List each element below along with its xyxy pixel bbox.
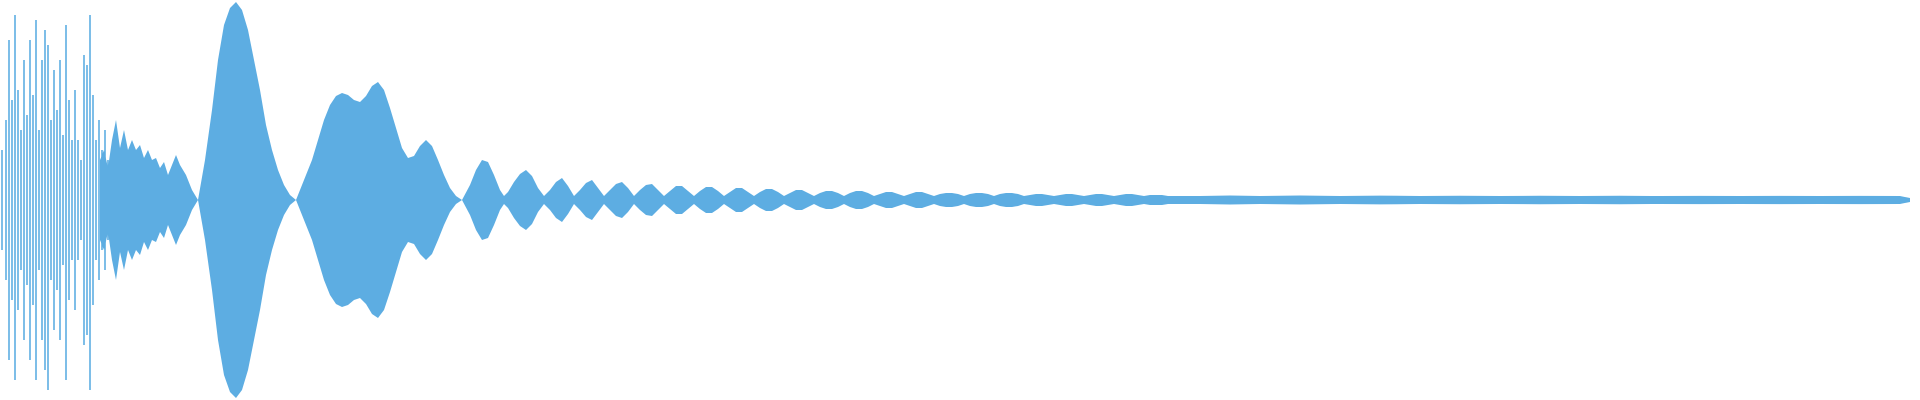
attack-noise-lines	[1, 15, 109, 390]
waveform-envelope	[100, 2, 1910, 398]
